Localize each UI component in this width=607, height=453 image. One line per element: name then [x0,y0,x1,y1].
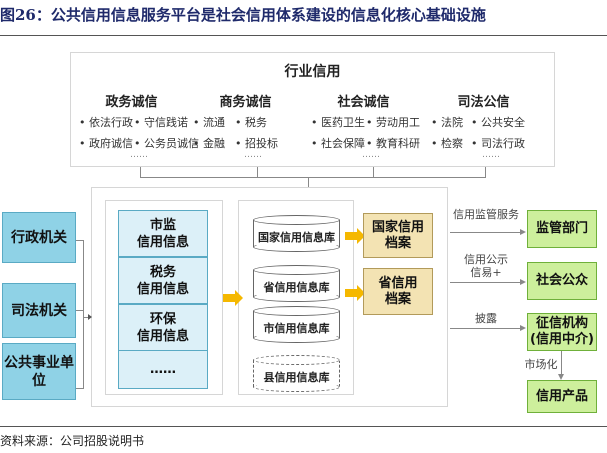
database-cylinder: 国家信用信息库 [253,215,340,252]
group-title: 政务诚信 [105,95,158,110]
group-item: • 劳动用工 [366,116,420,129]
connector [76,310,83,311]
ellipsis: …… [362,150,380,160]
archive-box: 国家信用 档案 [363,213,433,258]
target-box: 征信机构 (信用中介) [527,313,597,351]
group-item: • 检察 [431,137,463,150]
info-box: 市监 信用信息 [118,210,208,257]
group-item: • 政府诚信 [79,137,133,150]
connector [140,167,141,177]
group-item: • 流通 [193,116,225,129]
database-label: 市信用信息库 [263,322,330,335]
flow-line [450,232,523,233]
group-item: • 医药卫生 [311,116,365,129]
target-box: 监管部门 [527,210,597,248]
industry-credit-box: 行业信用 政务诚信• 依法行政• 守信践诺• 政府诚信• 公务员诚信……商务诚信… [70,52,555,167]
group-title: 商务诚信 [219,95,272,110]
flow-label: 信用公示 信易+ [464,253,508,279]
source-box: 行政机关 [2,212,76,263]
info-box: …… [118,350,208,389]
database-label: 县信用信息库 [263,371,330,384]
group-item: • 公共安全 [471,116,525,129]
orange-arrow-icon-head [357,285,365,301]
connector [76,240,83,241]
figure-title: 图26：公共信用信息服务平台是社会信用体系建设的信息化核心基础设施 [0,6,486,24]
connector [83,317,89,318]
ellipsis: …… [130,150,148,160]
orange-arrow-icon [345,289,357,297]
archive-box: 省信用 档案 [363,268,433,315]
source-box: 司法机关 [2,283,76,338]
arrow-head-icon [520,279,526,285]
group-item: • 社会保障 [311,137,365,150]
ellipsis: …… [244,150,262,160]
database-cylinder: 省信用信息库 [253,265,340,302]
connector [485,167,486,177]
ellipsis: …… [482,150,500,160]
group-item: • 招投标 [235,137,278,150]
info-box: 税务 信用信息 [118,257,208,304]
arrow-head-icon [520,325,526,331]
connector [83,240,84,389]
database-cylinder: 市信用信息库 [253,306,340,343]
flow-line [561,351,562,377]
title-divider [0,35,607,36]
arrow-head-icon [520,229,526,235]
group-item: • 金融 [193,137,225,150]
group-item: • 教育科研 [366,137,420,150]
source-note: 资料来源：公司招股说明书 [0,434,145,448]
group-item: • 税务 [235,116,267,129]
flow-label: 披露 [475,312,497,325]
database-label: 省信用信息库 [263,281,330,294]
target-box: 社会公众 [527,262,597,300]
orange-arrow-icon-head [235,290,243,306]
group-item: • 司法行政 [471,137,525,150]
footer-divider [0,426,607,427]
market-label: 市场化 [524,358,558,371]
group-item: • 法院 [431,116,463,129]
arrow-head-icon [558,374,564,380]
group-item: • 守信践诺 [134,116,188,129]
database-cylinder: 县信用信息库 [253,355,340,392]
target-box: 信用产品 [527,380,597,413]
orange-arrow-icon [345,232,357,240]
connector [308,177,309,187]
orange-arrow-icon-head [357,228,365,244]
arrow-head-icon [88,314,92,320]
connector [76,388,83,389]
group-title: 司法公信 [457,95,510,110]
database-label: 国家信用信息库 [258,231,335,244]
connector [257,167,258,177]
group-title: 社会诚信 [337,95,390,110]
source-box: 公共事业单位 [2,343,76,400]
connector [373,167,374,177]
group-item: • 公务员诚信 [134,137,199,150]
flow-line [450,328,523,329]
connector [140,177,486,178]
industry-credit-title: 行业信用 [284,64,341,80]
group-item: • 依法行政 [79,116,133,129]
orange-arrow-icon [223,294,235,302]
flow-label: 信用监管服务 [453,208,519,221]
flow-line [450,282,523,283]
info-box: 环保 信用信息 [118,304,208,351]
